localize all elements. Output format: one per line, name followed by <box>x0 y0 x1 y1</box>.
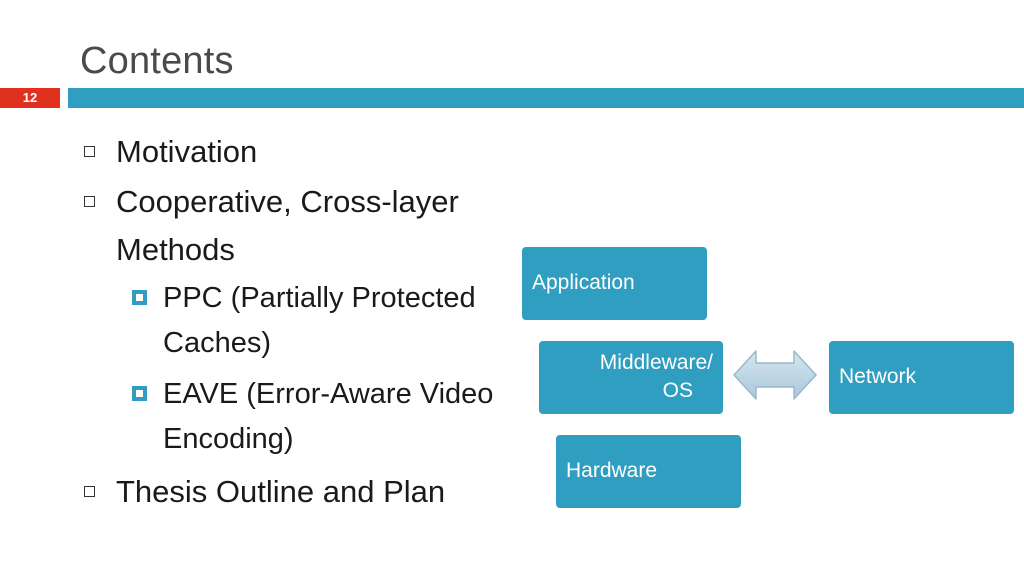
bullet-cooperative-methods: Cooperative, Cross-layer Methods <box>80 178 540 274</box>
hardware-label: Hardware <box>566 459 658 482</box>
filled-square-bullet-icon <box>132 290 147 305</box>
bullet-thesis-outline: Thesis Outline and Plan <box>80 468 540 516</box>
hardware-layer-box: Hardware <box>556 435 741 508</box>
slide-title: Contents <box>80 40 234 82</box>
network-label: Network <box>839 365 917 388</box>
middleware-os-layer-box: Middleware/ OS <box>539 341 723 414</box>
slide-number: 12 <box>0 88 60 108</box>
hollow-square-bullet-icon <box>84 196 95 207</box>
bullet-list: Motivation Cooperative, Cross-layer Meth… <box>80 128 540 518</box>
bullet-text: Cooperative, Cross-layer Methods <box>116 184 459 267</box>
sub-bullet-eave: EAVE (Error-Aware Video Encoding) <box>80 372 540 462</box>
hollow-square-bullet-icon <box>84 486 95 497</box>
application-label: Application <box>532 271 635 294</box>
network-layer-box: Network <box>829 341 1014 414</box>
title-underline-bar <box>68 88 1024 108</box>
sub-bullet-ppc: PPC (Partially Protected Caches) <box>80 276 540 366</box>
sub-bullet-text: PPC (Partially Protected Caches) <box>163 282 476 359</box>
bullet-text: Thesis Outline and Plan <box>116 474 446 509</box>
double-arrow-icon <box>733 350 817 400</box>
hollow-square-bullet-icon <box>84 146 95 157</box>
bullet-text: Motivation <box>116 134 258 169</box>
bullet-motivation: Motivation <box>80 128 540 176</box>
sub-bullet-text: EAVE (Error-Aware Video Encoding) <box>163 378 494 455</box>
filled-square-bullet-icon <box>132 386 147 401</box>
middleware-label-line2: OS <box>662 379 693 402</box>
middleware-label-line1: Middleware/ <box>599 351 713 374</box>
application-layer-box: Application <box>522 247 707 320</box>
